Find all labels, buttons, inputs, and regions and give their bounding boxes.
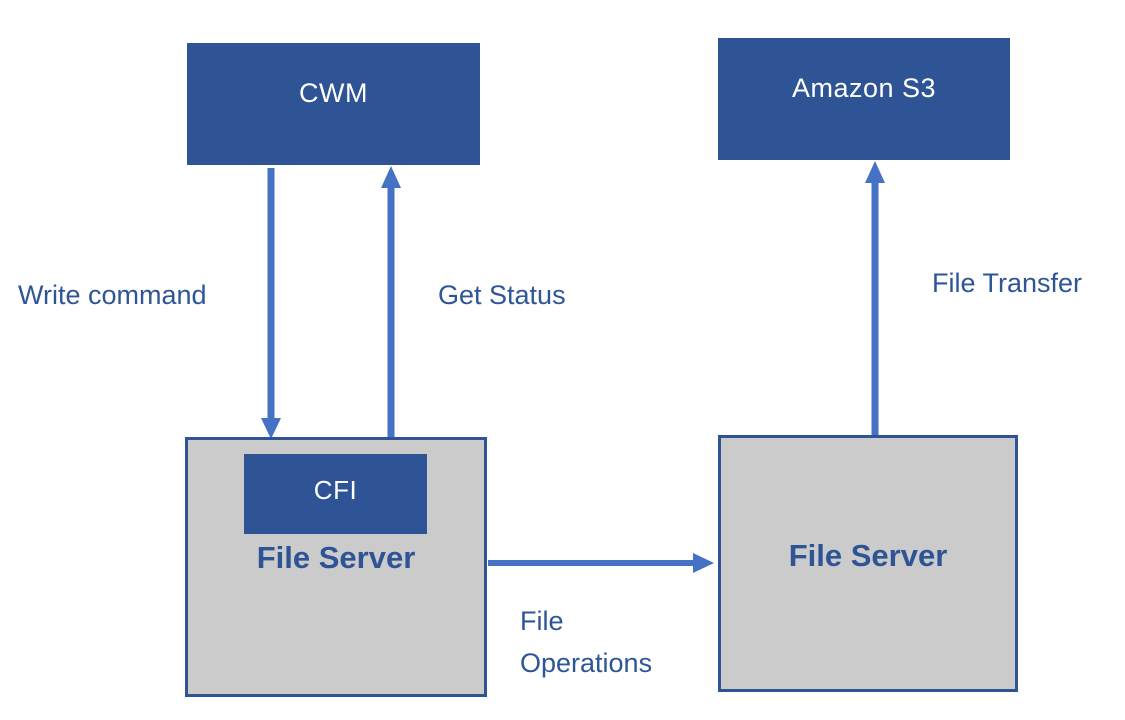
file-operations-arrow [488, 553, 714, 573]
node-cwm-label: CWM [299, 77, 368, 108]
node-cfi-label: CFI [313, 474, 358, 505]
edge-label-file-operations: File Operations [520, 600, 652, 684]
edge-label-file-transfer: File Transfer [932, 268, 1083, 298]
node-amazon-s3-label: Amazon S3 [791, 72, 937, 103]
node-cfi: CFI [244, 454, 427, 534]
get-status-arrow [381, 166, 401, 437]
node-amazon-s3: Amazon S3 [718, 38, 1010, 160]
edge-label-file-operations-line2: Operations [520, 648, 653, 678]
file-server-left-label: File Server [256, 540, 416, 575]
file-transfer-arrow [865, 161, 885, 435]
node-file-server-right: File Server [718, 435, 1018, 692]
node-cwm: CWM [187, 43, 480, 165]
edge-label-get-status: Get Status [438, 280, 566, 310]
write-command-arrow [261, 168, 281, 439]
node-file-server-left: CFI File Server [185, 437, 487, 697]
file-server-right-label: File Server [788, 538, 948, 573]
edge-label-write-command: Write command [18, 280, 207, 310]
edge-label-file-operations-line1: File [520, 606, 564, 636]
